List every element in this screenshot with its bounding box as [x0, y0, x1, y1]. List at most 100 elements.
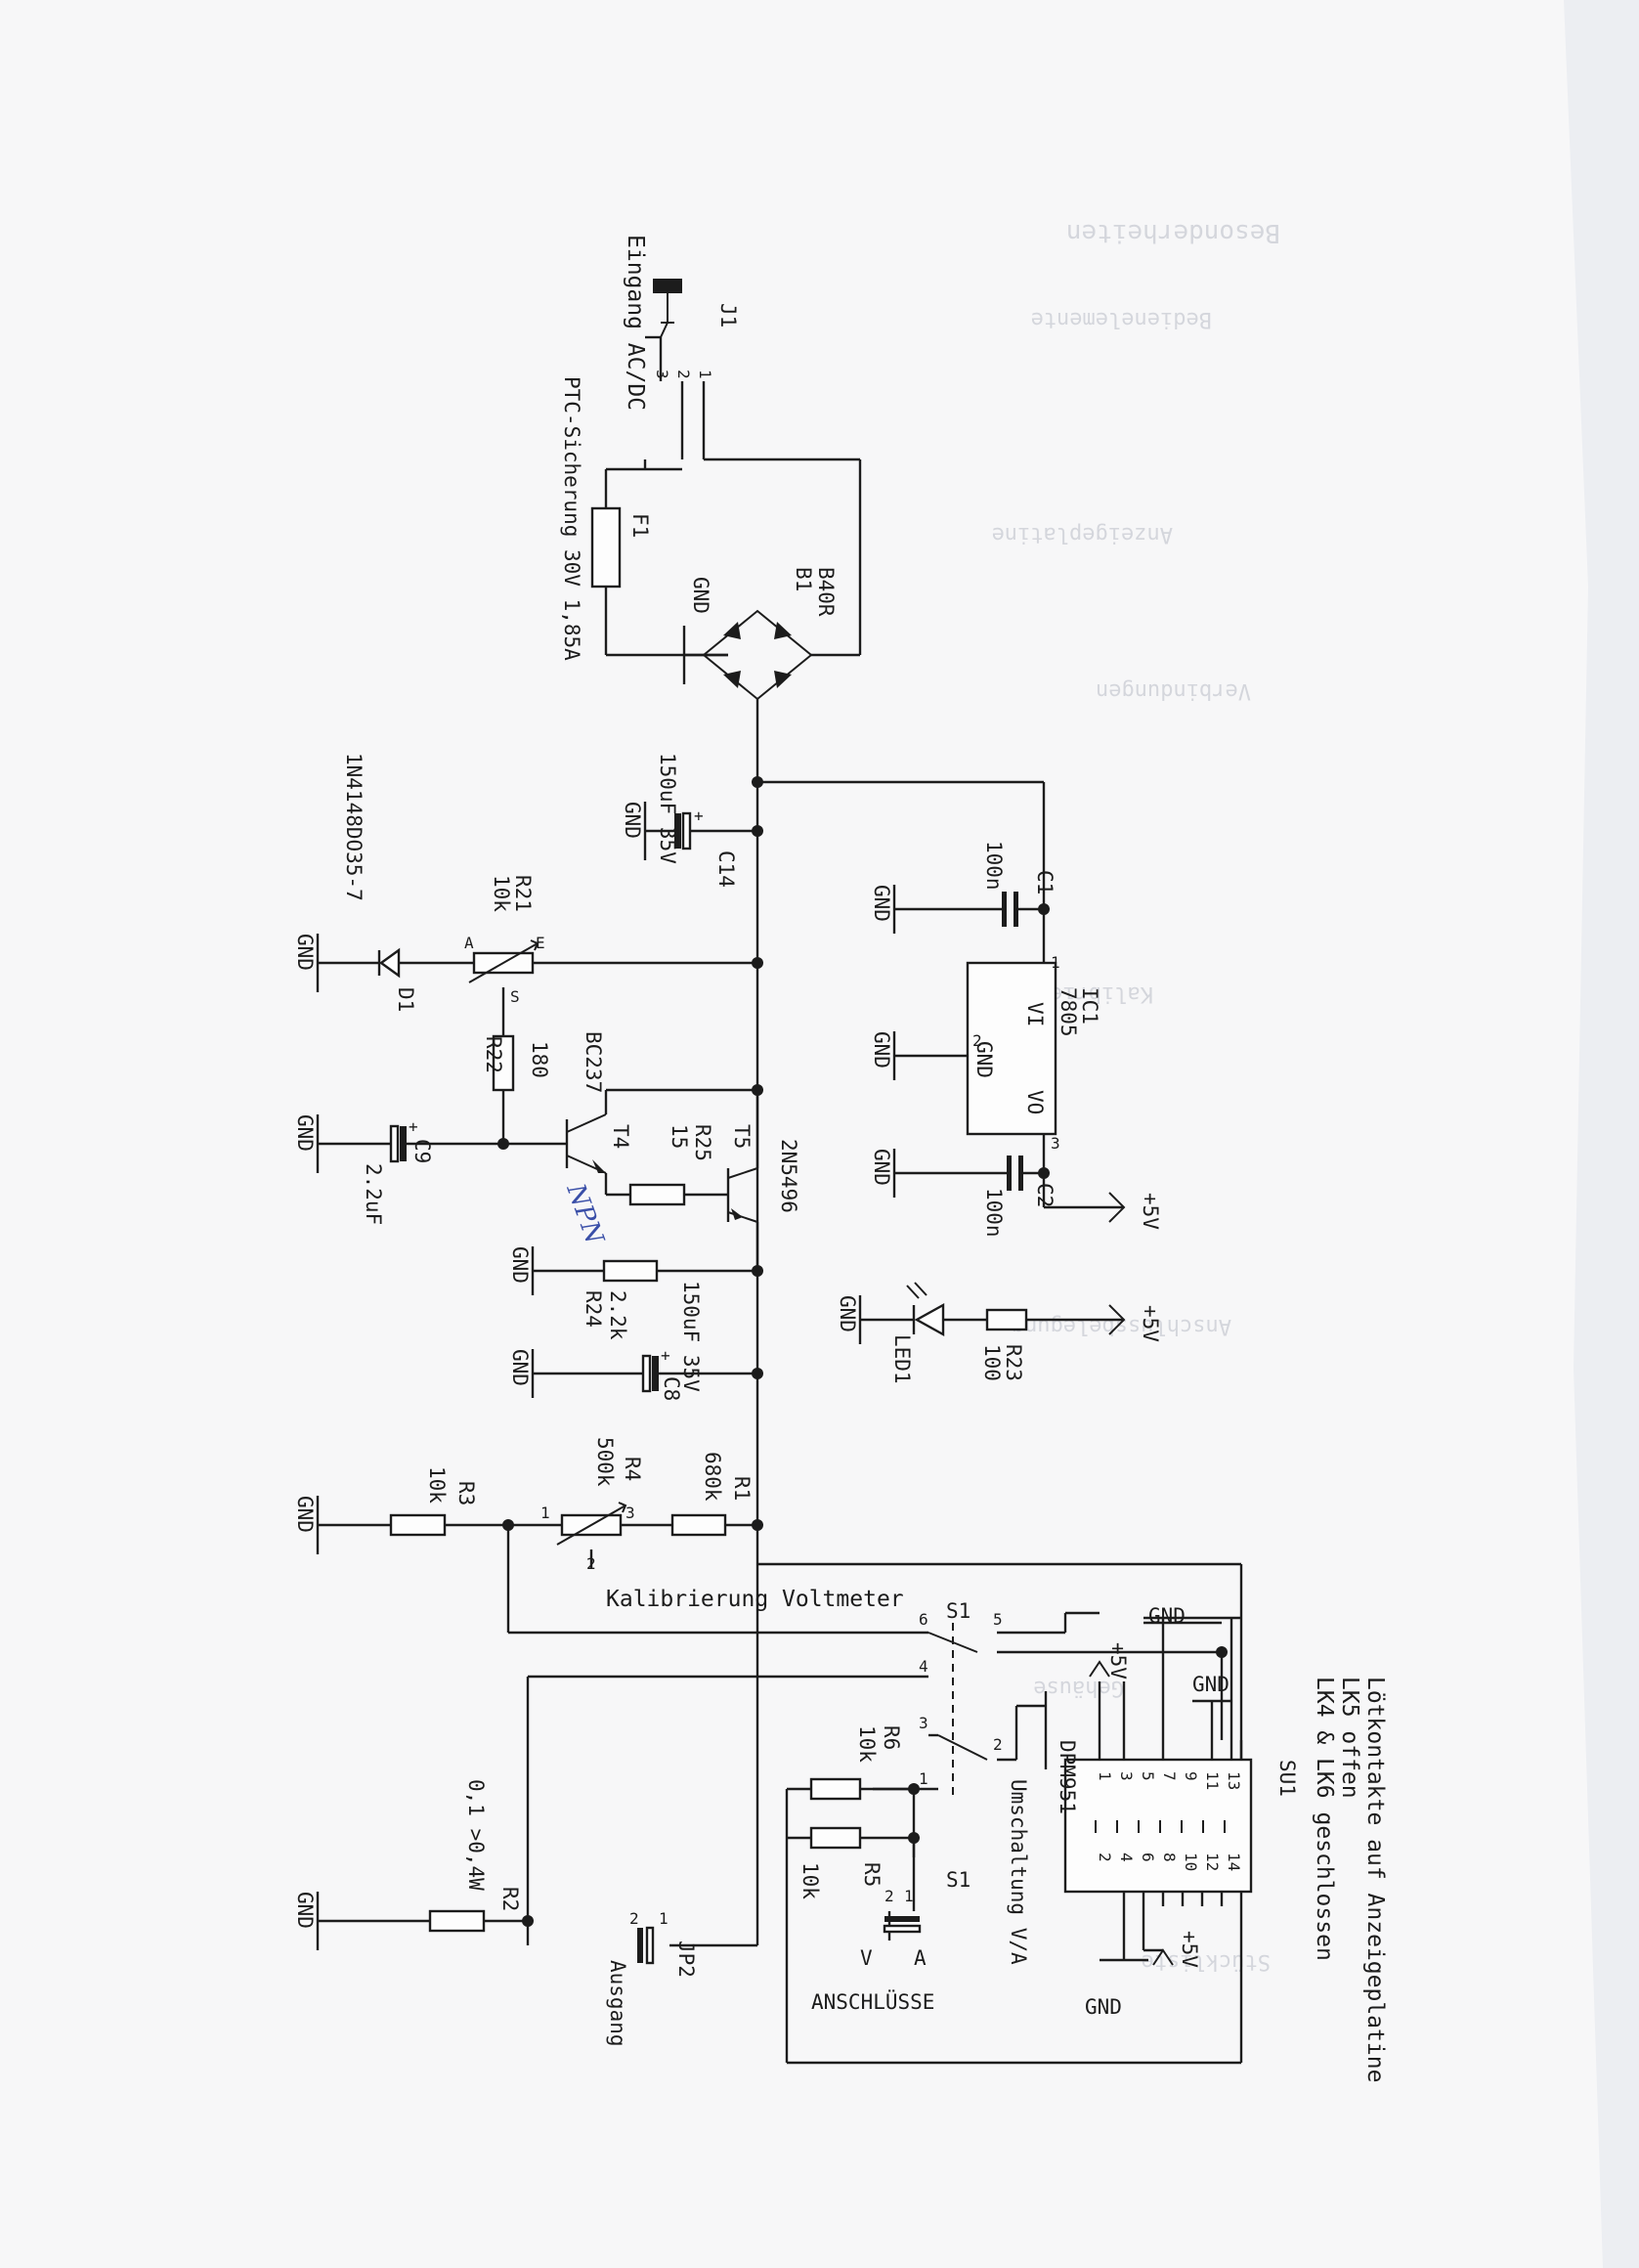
ic1-pin-gnd: GND: [972, 1041, 996, 1078]
s1-ref-bottom: S1: [946, 1868, 970, 1892]
s1-pin3: 3: [919, 1714, 928, 1732]
jp2-pin1: 1: [659, 1909, 669, 1928]
gnd-label: GND: [1192, 1673, 1229, 1696]
r21-value: 10k: [490, 875, 513, 912]
f1-ref: F1: [628, 513, 652, 538]
r25-resistor: R25 15: [628, 1124, 714, 1206]
b1-bridge-rectifier: B40R B1 GND: [689, 567, 862, 701]
calibration-label: Kalibrierung Voltmeter: [606, 1587, 904, 1612]
c8-ref: C8: [660, 1376, 683, 1401]
conn-pin1: 1: [904, 1887, 914, 1905]
r21-pin-s: S: [510, 987, 520, 1006]
f1-ptc-fuse: F1 PTC-Sicherung 30V 1,85A: [560, 376, 652, 661]
c8-value: 150uF 35V: [679, 1281, 703, 1392]
r6-ref: R6: [880, 1725, 903, 1750]
j1-input-jack: J1 1 2 3 Eingang AC/DC: [623, 235, 740, 411]
jp2-title: Ausgang: [606, 1960, 629, 2047]
s1-pin5: 5: [993, 1610, 1003, 1629]
ic1-pin2: 2: [972, 1031, 982, 1050]
svg-text:+: +: [661, 1346, 670, 1365]
gnd-label: GND: [293, 934, 317, 971]
r25-ref: R25: [691, 1124, 714, 1161]
gnd-label: GND: [508, 1349, 532, 1386]
r5-ref: R5: [860, 1862, 884, 1887]
jp2-ref: JP2: [674, 1941, 698, 1978]
ghost-text: Stückliste: [1142, 1949, 1271, 1974]
d1-diode: D1 1N4148DO35-7 GND: [293, 753, 417, 1012]
su1-pin-odd: 5: [1139, 1771, 1157, 1781]
r22-resistor: R22 180: [482, 1034, 551, 1092]
f1-desc: PTC-Sicherung 30V 1,85A: [560, 376, 583, 661]
b1-value: B40R: [814, 567, 838, 617]
su1-pin-even: 14: [1225, 1853, 1243, 1871]
ic1-ref: IC1: [1078, 987, 1101, 1025]
note-line-1: Lötkontakte auf Anzeigeplatine: [1362, 1677, 1388, 2082]
ic1-regulator: IC1 7805 VI GND VO 1 2 3 GND: [870, 953, 1101, 1153]
b1-ref: B1: [792, 567, 815, 591]
ic1-value: 7805: [1057, 987, 1080, 1037]
junction-dots: [497, 776, 1228, 1927]
gnd-label: GND: [1148, 1604, 1186, 1628]
c2-value: 100n: [982, 1188, 1006, 1238]
su1-pin-even: 8: [1160, 1853, 1179, 1862]
gnd-label: GND: [621, 802, 644, 839]
gnd-label: GND: [1085, 1995, 1122, 2019]
r24-resistor: 2.2k R24 GND: [508, 1246, 659, 1340]
r3-ref: R3: [454, 1481, 478, 1505]
r3-resistor: R3 10k GND: [293, 1466, 478, 1537]
r24-value: 2.2k: [606, 1290, 629, 1340]
t4-ref: T4: [609, 1124, 632, 1149]
j1-ref: J1: [716, 303, 740, 327]
c14-ref: C14: [714, 850, 738, 888]
su1-pin-even: 12: [1203, 1853, 1222, 1871]
r23-resistor: R23 100 +5V: [980, 1304, 1162, 1381]
ghost-text: Besonderheiten: [1066, 218, 1280, 247]
note-line-3: LK4 & LK6 geschlossen: [1312, 1677, 1337, 1961]
gnd-label: GND: [870, 1031, 893, 1069]
ic1-pin3: 3: [1051, 1134, 1060, 1153]
svg-text:+: +: [694, 807, 704, 825]
wiring: [316, 335, 1243, 2065]
gnd-label: GND: [508, 1246, 532, 1284]
s1-title: Umschaltung V/A: [1007, 1779, 1030, 1965]
gnd-label: GND: [293, 1496, 317, 1533]
r1-value: 680k: [701, 1452, 724, 1502]
plus5v-label: +5V: [1106, 1642, 1130, 1679]
r22-ref: R22: [482, 1036, 505, 1073]
r21-ref: R21: [511, 875, 535, 912]
c9-electrolytic-capacitor: + C9 2.2uF GND: [293, 1114, 434, 1225]
c1-capacitor: C1 100n GND: [870, 841, 1057, 927]
r3-value: 10k: [425, 1466, 449, 1504]
gnd-label: GND: [293, 1114, 317, 1152]
t5-ref: T5: [730, 1124, 754, 1149]
plus5v-supply-arrow: +5V: [1108, 1192, 1162, 1230]
ic1-pin1: 1: [1051, 953, 1060, 972]
r4-pin2: 2: [586, 1554, 596, 1573]
plus5v-label: +5V: [1178, 1931, 1201, 1968]
r21-pin-a: A: [464, 934, 474, 952]
r22-value: 180: [528, 1041, 551, 1078]
r25-value: 15: [668, 1124, 691, 1149]
r6-resistor: R6 10k: [809, 1725, 903, 1801]
t4-value: BC237: [582, 1031, 605, 1093]
ghost-text: Bedienelemente: [1031, 307, 1212, 331]
gnd-label: GND: [689, 577, 712, 614]
su1-pin-even: 2: [1096, 1853, 1114, 1862]
ghost-text: Verbindungen: [1096, 678, 1251, 703]
r23-ref: R23: [1002, 1344, 1025, 1381]
s1-ref-top: S1: [946, 1599, 970, 1623]
su1-pin-even: 6: [1139, 1853, 1157, 1862]
ic1-pin-out: VO: [1023, 1090, 1047, 1114]
jp2-pin2: 2: [629, 1909, 639, 1928]
connections-title: ANSCHLÜSSE: [811, 1989, 934, 2014]
su1-pin-odd: 11: [1203, 1771, 1222, 1790]
r24-ref: R24: [582, 1290, 605, 1328]
r23-value: 100: [980, 1344, 1004, 1381]
s1-pin6: 6: [919, 1610, 928, 1629]
led1-ref: LED1: [890, 1334, 914, 1384]
c9-ref: C9: [410, 1139, 434, 1163]
solder-contact-notes: Lötkontakte auf Anzeigeplatine LK5 offen…: [1312, 1677, 1388, 2082]
r21-pin-e: E: [536, 934, 545, 952]
